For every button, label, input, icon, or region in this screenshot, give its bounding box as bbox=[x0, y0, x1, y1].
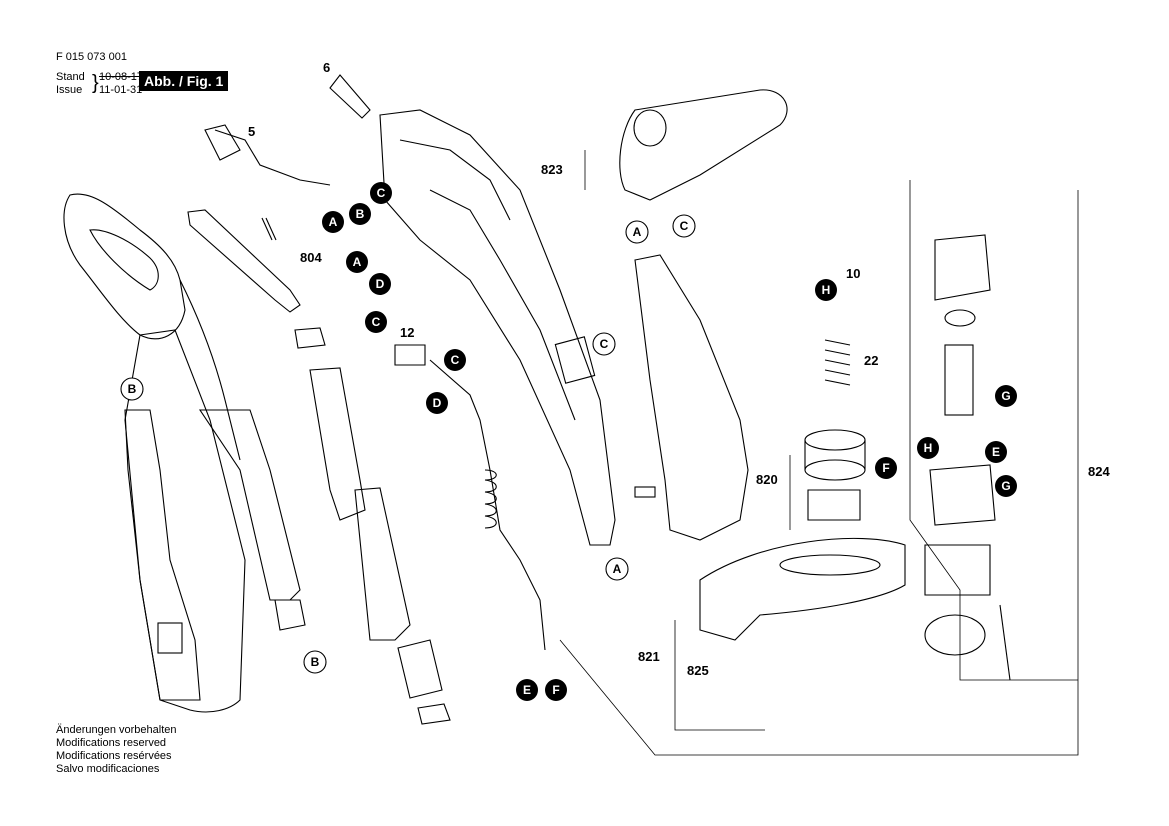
part-6-label: 6 bbox=[323, 60, 330, 75]
part-820-label: 820 bbox=[756, 472, 778, 487]
part-804-label: 804 bbox=[300, 250, 322, 265]
connector-c-outline-label-2: C bbox=[680, 219, 689, 233]
side-cover-part bbox=[634, 254, 749, 541]
connector-c-outline-label: C bbox=[600, 337, 609, 351]
connector-h-label-2: H bbox=[924, 441, 933, 455]
leader-lines bbox=[559, 150, 1079, 756]
part-12-label: 12 bbox=[400, 325, 414, 340]
connector-h-label: H bbox=[822, 283, 831, 297]
clip-804-part bbox=[187, 209, 301, 313]
side-housing-part bbox=[124, 409, 201, 701]
connector-markers: A B C A D C C D E F H G H E F G bbox=[322, 182, 1017, 701]
connector-b-outline-label: B bbox=[128, 382, 137, 396]
connector-a-label: A bbox=[329, 215, 338, 229]
figure-label: Abb. / Fig. 1 bbox=[139, 71, 229, 91]
part-823-label: 823 bbox=[541, 162, 563, 177]
connector-e-label-2: E bbox=[992, 445, 1000, 459]
document-number: F 015 073 001 bbox=[56, 51, 127, 63]
connector-d-label: D bbox=[376, 277, 385, 291]
spool-820-part bbox=[804, 429, 866, 521]
issue-label: Issue bbox=[56, 84, 83, 96]
issue-date: 11-01-31 bbox=[99, 84, 143, 96]
stand-label: Stand bbox=[56, 71, 85, 83]
shaft-lower-part bbox=[198, 409, 306, 631]
footer-line-fr: Modifications resérvées bbox=[56, 750, 172, 762]
connector-f-label: F bbox=[552, 683, 559, 697]
footer-line-en: Modifications reserved bbox=[56, 737, 167, 749]
connector-g-label-2: G bbox=[1001, 479, 1010, 493]
main-housing-part bbox=[379, 109, 616, 546]
part-821-label: 821 bbox=[638, 649, 660, 664]
guard-821-part bbox=[699, 537, 906, 641]
part-5-label: 5 bbox=[248, 124, 255, 139]
connector-a-label-2: A bbox=[353, 255, 362, 269]
footer-line-es: Salvo modificaciones bbox=[56, 763, 160, 775]
connector-c-label-3: C bbox=[451, 353, 460, 367]
stand-date: 10-08-17 bbox=[99, 71, 144, 83]
connector-g-label: G bbox=[1001, 389, 1010, 403]
part-824-label: 824 bbox=[1088, 464, 1110, 479]
spring-22-part bbox=[824, 339, 851, 386]
connector-c-label: C bbox=[377, 186, 386, 200]
connector-f-label-2: F bbox=[882, 461, 889, 475]
footer-line-de: Änderungen vorbehalten bbox=[56, 724, 177, 736]
part-825-label: 825 bbox=[687, 663, 709, 678]
connector-markers-outline: B B C A A C bbox=[120, 214, 696, 674]
connector-d-label-2: D bbox=[433, 396, 442, 410]
connector-b-label: B bbox=[356, 207, 365, 221]
footer-notes: Änderungen vorbehalten Modifications res… bbox=[56, 724, 176, 776]
part-22-label: 22 bbox=[864, 353, 878, 368]
front-handle-part bbox=[63, 193, 246, 713]
connector-c-label-2: C bbox=[372, 315, 381, 329]
motor-824-part bbox=[924, 234, 1011, 681]
connector-a-outline-label-2: A bbox=[633, 225, 642, 239]
connector-b-outline-label-2: B bbox=[311, 655, 320, 669]
connector-e-label: E bbox=[523, 683, 531, 697]
cover-823-part bbox=[619, 89, 788, 201]
middle-tube-part bbox=[294, 327, 451, 725]
part-10-label: 10 bbox=[846, 266, 860, 281]
power-cord-part bbox=[204, 74, 371, 186]
brace: } bbox=[92, 72, 99, 94]
connector-a-outline-label: A bbox=[613, 562, 622, 576]
cable-12-part bbox=[394, 344, 546, 651]
